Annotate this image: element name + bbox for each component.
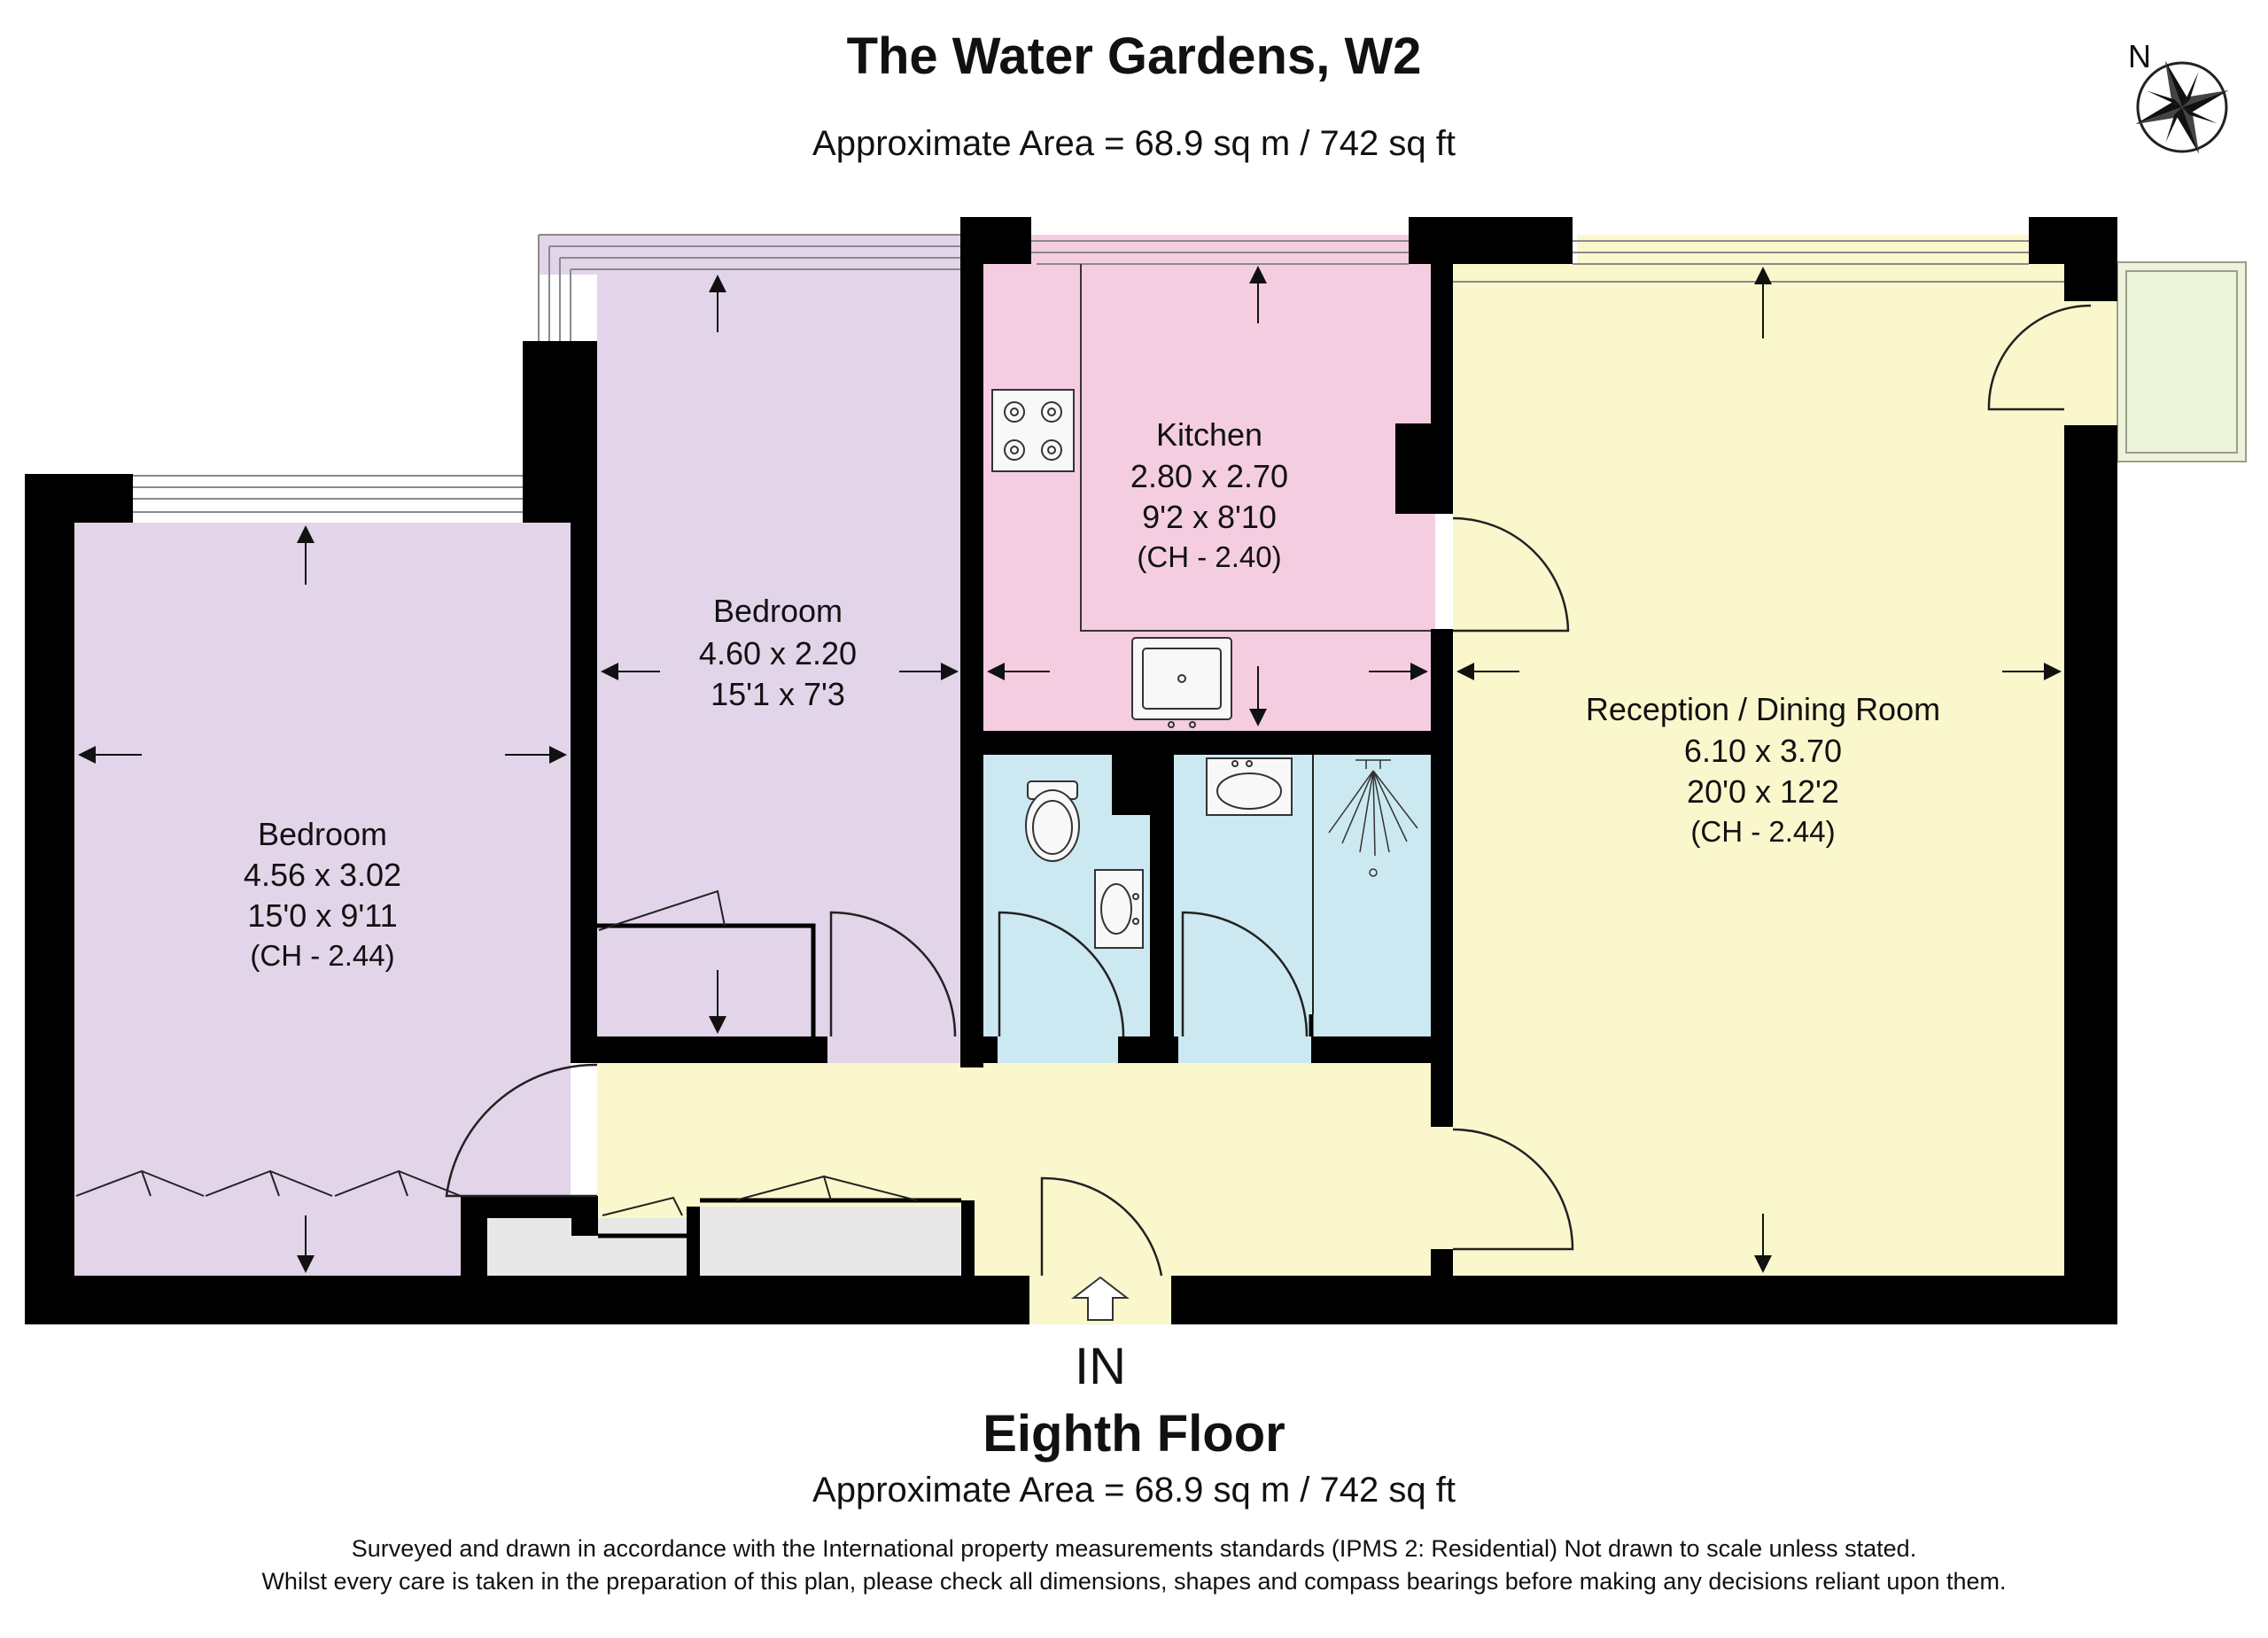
wall-reception-left-bottom bbox=[1431, 1249, 1453, 1276]
kitchen-metric: 2.80 x 2.70 bbox=[1130, 458, 1288, 494]
kitchen-imperial: 9'2 x 8'10 bbox=[1142, 499, 1277, 535]
bedroom-1-ceiling: (CH - 2.44) bbox=[250, 939, 394, 972]
disclaimer-line-2: Whilst every care is taken in the prepar… bbox=[261, 1568, 2007, 1595]
door-kitchen bbox=[1452, 516, 1570, 633]
toilet-icon bbox=[1025, 780, 1080, 862]
outer-wall-bottom-left bbox=[25, 1276, 1029, 1324]
wall-shower-right bbox=[1431, 755, 1453, 1063]
kitchen-hob-icon bbox=[991, 389, 1075, 472]
floor-name: Eighth Floor bbox=[983, 1405, 1285, 1463]
label-reception: Reception / Dining Room 6.10 x 3.70 20'0… bbox=[1586, 691, 1940, 848]
wall-kitchen-bottom bbox=[960, 731, 1453, 755]
reception-imperial: 20'0 x 12'2 bbox=[1687, 773, 1839, 810]
reception-metric: 6.10 x 3.70 bbox=[1684, 733, 1842, 769]
wc-basin-icon bbox=[1094, 869, 1144, 949]
plan-approximate-area: Approximate Area = 68.9 sq m / 742 sq ft bbox=[812, 124, 1456, 163]
label-bedroom-1: Bedroom 4.56 x 3.02 15'0 x 9'11 (CH - 2.… bbox=[244, 816, 401, 972]
reception-floor bbox=[1453, 264, 2064, 1276]
wall-top-pier-3 bbox=[2029, 217, 2117, 264]
balcony-floor bbox=[2117, 261, 2247, 462]
entrance-arrow-icon bbox=[1071, 1276, 1130, 1321]
bay-window-kitchen bbox=[983, 235, 1409, 264]
disclaimer-line-1: Surveyed and drawn in accordance with th… bbox=[351, 1535, 1917, 1562]
doors bbox=[445, 304, 2092, 1277]
compass-rose-icon: N bbox=[2128, 38, 2229, 154]
wall-bedroom-2-right bbox=[960, 217, 983, 1067]
kitchen-name: Kitchen bbox=[1156, 416, 1262, 453]
wall-wc-bottom-mid bbox=[1118, 1036, 1178, 1063]
reception-name: Reception / Dining Room bbox=[1586, 691, 1940, 727]
wall-kitchen-stub bbox=[1395, 423, 1453, 514]
bedroom-2-imperial: 15'1 x 7'3 bbox=[711, 676, 845, 712]
door-entrance bbox=[1040, 1176, 1163, 1277]
wall-door-jamb-top bbox=[2064, 264, 2117, 301]
wall-hall-stub bbox=[571, 1196, 598, 1236]
door-balcony bbox=[1987, 304, 2092, 411]
wall-cupboard-1-left bbox=[461, 1196, 487, 1276]
door-recess-floor bbox=[2064, 292, 2117, 425]
bay-window-bedroom-2 bbox=[539, 235, 962, 275]
door-bedroom-2 bbox=[829, 911, 957, 1037]
bedroom-1-metric: 4.56 x 3.02 bbox=[244, 857, 401, 893]
kitchen-sink-icon bbox=[1131, 637, 1232, 728]
kitchen-worktop bbox=[1080, 264, 1431, 632]
compass-north-label: N bbox=[2128, 38, 2151, 74]
door-shower bbox=[1181, 911, 1309, 1037]
bedroom-1-name: Bedroom bbox=[258, 816, 387, 852]
wall-top-pier-2 bbox=[1409, 217, 1573, 264]
door-wc bbox=[998, 911, 1125, 1037]
plan-title: The Water Gardens, W2 bbox=[846, 27, 1422, 85]
floor-approximate-area: Approximate Area = 68.9 sq m / 742 sq ft bbox=[812, 1471, 1456, 1510]
wall-wc-shower bbox=[1150, 755, 1174, 1063]
wall-wc-stub bbox=[1112, 755, 1150, 815]
wall-bedroom-1-right bbox=[571, 523, 597, 1063]
wall-bedroom-2-bottom bbox=[597, 1036, 827, 1063]
label-kitchen: Kitchen 2.80 x 2.70 9'2 x 8'10 (CH - 2.4… bbox=[1130, 416, 1288, 573]
door-reception bbox=[1452, 1128, 1574, 1251]
outer-wall-corner-bedroom-1 bbox=[523, 341, 597, 523]
door-bedroom-1 bbox=[445, 1063, 598, 1198]
bay-window-reception bbox=[1577, 235, 2029, 264]
wall-cupboard-2-right bbox=[961, 1200, 975, 1276]
outer-wall-top-bedroom-1 bbox=[25, 474, 133, 523]
label-bedroom-2: Bedroom 4.60 x 2.20 15'1 x 7'3 bbox=[699, 593, 857, 712]
bedroom-2-floor bbox=[597, 275, 960, 1063]
dimension-arrows bbox=[78, 266, 2062, 1273]
bedroom-1-imperial: 15'0 x 9'11 bbox=[247, 897, 397, 934]
outer-wall-left bbox=[25, 474, 74, 1324]
wall-shower-bottom bbox=[1311, 1036, 1453, 1063]
kitchen-ceiling: (CH - 2.40) bbox=[1137, 540, 1281, 573]
wardrobe-doors bbox=[75, 889, 918, 1216]
wall-wc-bottom-left bbox=[960, 1036, 998, 1063]
walls bbox=[25, 217, 2117, 1324]
bedroom-1-floor bbox=[74, 523, 571, 1276]
bedroom-2-metric: 4.60 x 2.20 bbox=[699, 635, 857, 672]
reception-ceiling: (CH - 2.44) bbox=[1690, 815, 1835, 848]
shower-head-icon bbox=[1328, 759, 1418, 877]
wall-reception-left-lower bbox=[1431, 1063, 1453, 1127]
outer-wall-right bbox=[2064, 425, 2117, 1324]
shower-basin-icon bbox=[1206, 757, 1293, 816]
wall-cupboard-split bbox=[687, 1207, 700, 1276]
cupboard-2-floor bbox=[700, 1207, 961, 1276]
entrance-label: IN bbox=[1075, 1338, 1126, 1395]
wall-bedroom-1-bottom-stub bbox=[25, 1196, 74, 1203]
wall-top-pier-1 bbox=[960, 217, 1031, 264]
bedroom-2-name: Bedroom bbox=[713, 593, 843, 629]
outer-wall-bottom-right bbox=[1171, 1276, 2117, 1324]
